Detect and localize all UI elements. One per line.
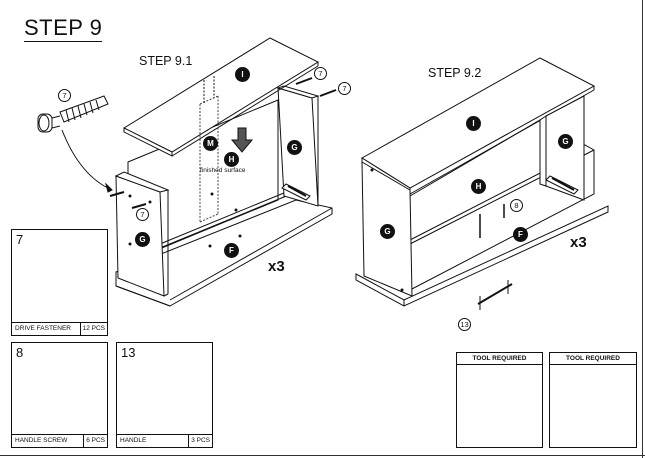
part-footer: HANDLE 3 PCS	[117, 434, 212, 447]
quantity-multiplier-9-2: x3	[570, 234, 587, 251]
part-footer: DRIVE FASTENER 12 PCS	[12, 322, 107, 335]
part-name: HANDLE SCREW	[15, 437, 68, 444]
part-box-8: 8 HANDLE SCREW 6 PCS	[11, 342, 108, 448]
finished-surface-note: finished surface	[200, 167, 246, 174]
panel-badge-g-right-2: G	[558, 134, 573, 149]
panel-badge-g-left: G	[135, 232, 150, 247]
part-qty: 3 PCS	[188, 435, 212, 447]
part-number: 7	[16, 232, 24, 247]
quantity-multiplier-9-1: x3	[268, 258, 285, 275]
panel-badge-h-2: H	[471, 179, 486, 194]
tool-box-screwdriver: TOOL REQUIRED	[456, 352, 543, 448]
handle-13-illustration	[477, 280, 513, 310]
panel-badge-g-left-2: G	[380, 224, 395, 239]
panel-badge-i: I	[235, 67, 250, 82]
tool-header: TOOL REQUIRED	[457, 353, 542, 365]
step-title: STEP 9	[24, 15, 103, 42]
part-number: 13	[121, 345, 136, 360]
drive-fastener-illustration	[37, 95, 109, 133]
panel-badge-f: F	[224, 243, 239, 258]
panel-badge-h: H	[224, 152, 239, 167]
callout-part-7-fastener: 7	[58, 89, 71, 102]
page-border-bottom	[0, 455, 645, 456]
substep-9-1-label: STEP 9.1	[139, 54, 193, 68]
callout-part-13: 13	[458, 318, 471, 331]
panel-badge-i-2: I	[466, 116, 481, 131]
callout-part-7-left: 7	[136, 208, 149, 221]
part-qty: 6 PCS	[83, 435, 107, 447]
page-border-right	[642, 0, 643, 458]
tool-box-hammer: TOOL REQUIRED	[549, 352, 637, 448]
arrow-down-icon	[230, 127, 254, 153]
panel-badge-f-2: F	[513, 227, 528, 242]
leader-line	[61, 129, 113, 191]
panel-badge-m: M	[203, 136, 218, 151]
part-name: DRIVE FASTENER	[15, 325, 71, 332]
callout-part-8: 8	[510, 199, 523, 212]
part-box-7: 7 DRIVE FASTENER 12 PCS	[11, 229, 108, 336]
callout-part-7-top: 7	[314, 67, 327, 80]
part-box-13: 13 HANDLE 3 PCS	[116, 342, 213, 448]
tool-header: TOOL REQUIRED	[550, 353, 636, 365]
substep-9-2-label: STEP 9.2	[428, 66, 482, 80]
part-qty: 12 PCS	[79, 323, 107, 335]
part-footer: HANDLE SCREW 6 PCS	[12, 434, 107, 447]
panel-badge-g-right: G	[287, 140, 302, 155]
part-number: 8	[16, 345, 24, 360]
part-name: HANDLE	[120, 437, 147, 444]
callout-part-7-top-2: 7	[338, 82, 351, 95]
